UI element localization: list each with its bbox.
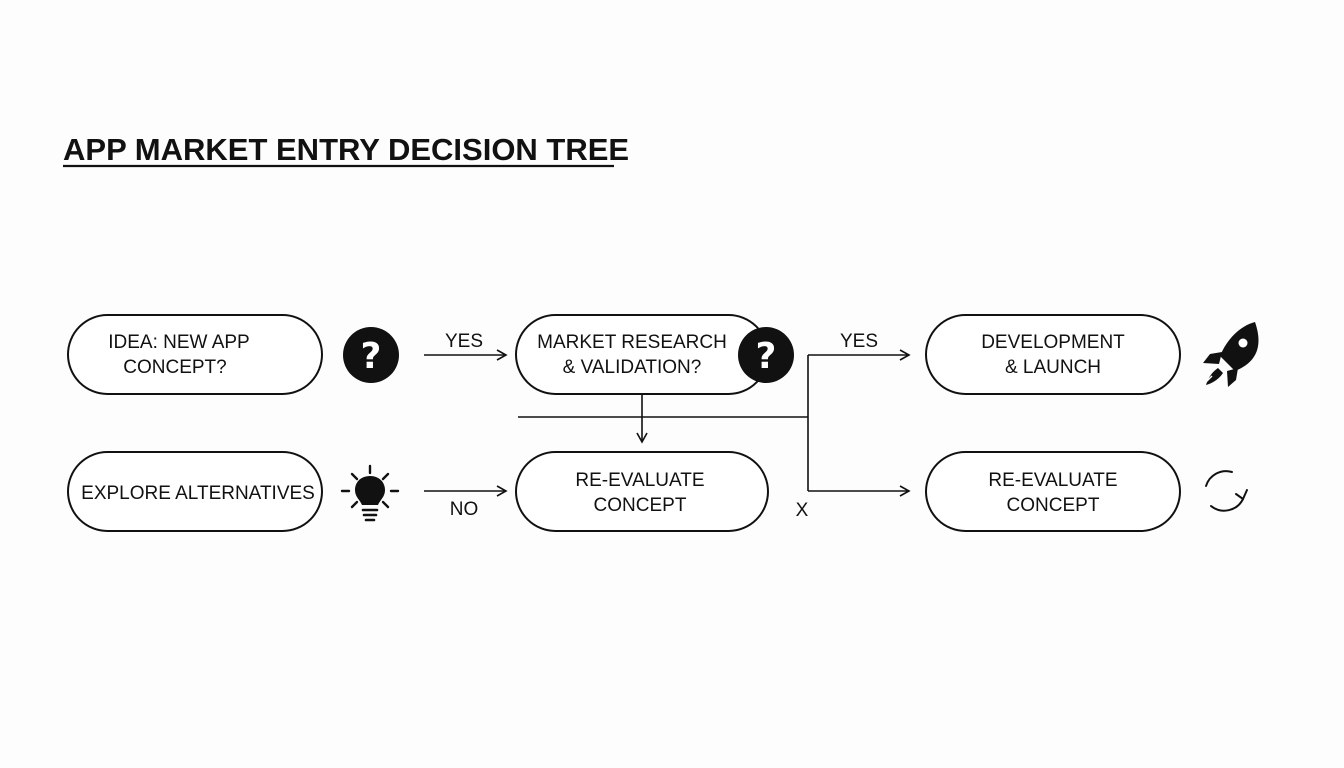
question-icon: ? xyxy=(738,327,794,383)
edge-label-yes-2: YES xyxy=(840,331,878,352)
node-explore-alternatives: EXPLORE ALTERNATIVES xyxy=(67,451,323,532)
node-reevaluate-right-line1: RE-EVALUATE xyxy=(988,470,1117,491)
node-development-line1: DEVELOPMENT xyxy=(981,332,1125,353)
svg-text:?: ? xyxy=(361,336,382,377)
node-market-research-line2: & VALIDATION? xyxy=(563,357,702,378)
node-explore-line1: EXPLORE ALTERNATIVES xyxy=(81,483,315,504)
node-idea-line1: IDEA: NEW APP xyxy=(108,332,249,353)
node-market-research-line1: MARKET RESEARCH xyxy=(537,332,727,353)
node-development-line2: & LAUNCH xyxy=(1005,357,1101,378)
node-market-research: MARKET RESEARCH & VALIDATION? xyxy=(515,314,769,395)
node-idea: IDEA: NEW APP CONCEPT? xyxy=(67,314,323,395)
node-reevaluate-center: RE-EVALUATE CONCEPT xyxy=(515,451,769,532)
edge-label-x: X xyxy=(796,500,809,521)
lightbulb-icon xyxy=(340,464,400,522)
question-icon: ? xyxy=(343,327,399,383)
node-reevaluate-right: RE-EVALUATE CONCEPT xyxy=(925,451,1181,532)
svg-text:?: ? xyxy=(756,336,777,377)
rocket-icon xyxy=(1203,322,1259,387)
node-reevaluate-center-line1: RE-EVALUATE xyxy=(575,470,704,491)
node-idea-line2: CONCEPT? xyxy=(123,357,226,378)
node-development: DEVELOPMENT & LAUNCH xyxy=(925,314,1181,395)
refresh-icon xyxy=(1205,470,1248,512)
diagram-title: APP MARKET ENTRY DECISION TREE xyxy=(63,132,629,167)
node-reevaluate-center-line2: CONCEPT xyxy=(594,495,687,516)
edge-label-yes-1: YES xyxy=(445,331,483,352)
edge-label-no: NO xyxy=(450,499,479,520)
node-reevaluate-right-line2: CONCEPT xyxy=(1007,495,1100,516)
